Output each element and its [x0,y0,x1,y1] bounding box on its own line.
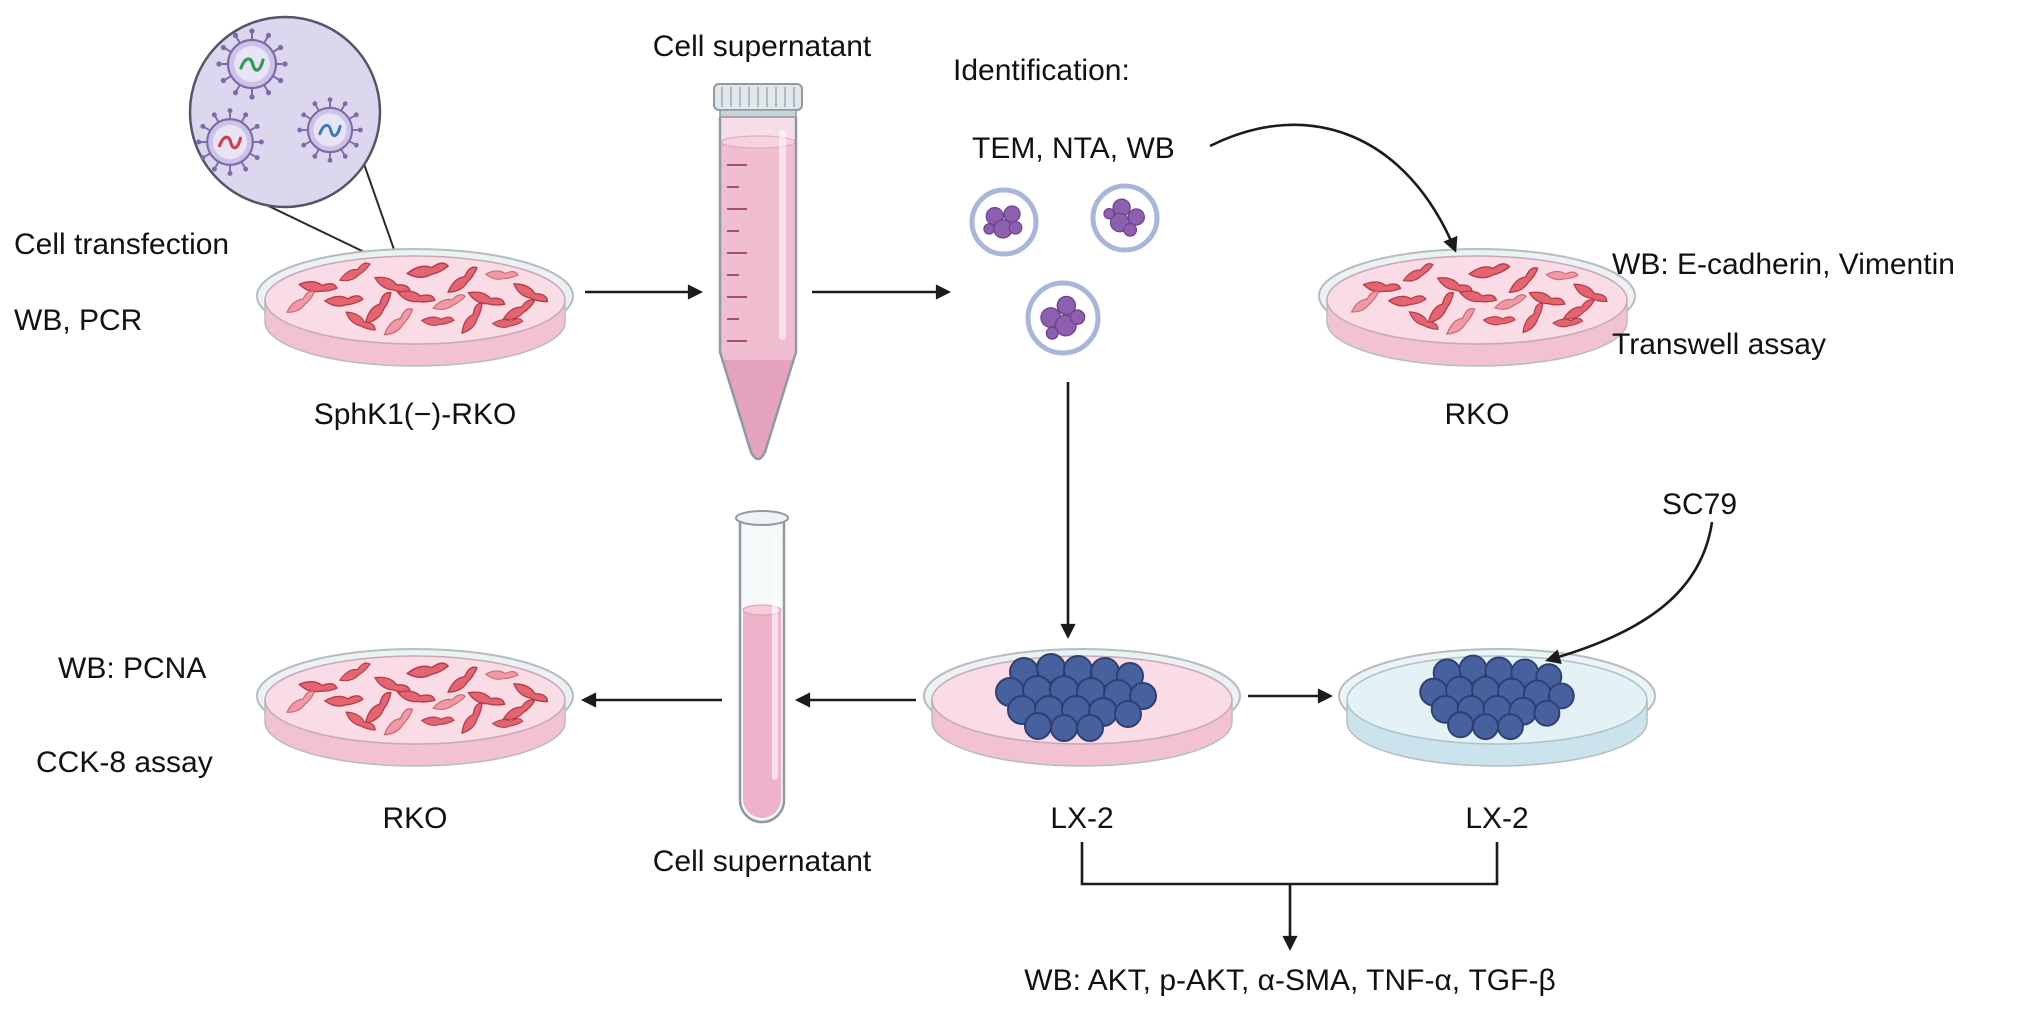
bracket-lx2-combined [1080,842,1499,886]
petri-dish-rko-bottom [256,648,574,767]
test-tube-icon [735,510,789,824]
petri-dish-lx2-center [923,648,1241,767]
conical-tube-icon [713,83,803,461]
label-wb-pcna: WB: PCNA [58,652,207,685]
label-identification: Identification: [953,54,1130,87]
virus-icon [296,96,364,164]
exosome-cluster [969,183,1160,356]
label-cell-transfection: Cell transfection [14,228,230,261]
label-lx2-center: LX-2 [1050,802,1114,835]
label-supernatant-bottom: Cell supernatant [652,845,872,878]
arrows [580,123,1714,952]
label-rko-top: RKO [1444,398,1510,431]
label-sphk1-dish: SphK1(−)-RKO [313,398,517,431]
virus-icon [215,27,289,101]
label-supernatant-top: Cell supernatant [652,30,872,63]
label-identification-methods: TEM, NTA, WB [972,132,1175,165]
label-sc79: SC79 [1662,488,1738,521]
virus-inset [188,15,382,209]
petri-dish-sphk1-rko [256,248,574,367]
label-rko-bottom: RKO [382,802,448,835]
label-wb-pcr: WB, PCR [14,304,143,337]
label-lx2-right: LX-2 [1465,802,1529,835]
graduation-marks [727,164,747,342]
petri-dish-lx2-sc79 [1338,648,1656,767]
virus-icon [195,107,265,177]
petri-dish-rko-top [1318,248,1636,367]
arrow-sc79-to-dish [1545,521,1714,665]
label-cck8: CCK-8 assay [36,746,213,779]
label-transwell: Transwell assay [1612,328,1826,361]
label-wb-emt: WB: E-cadherin, Vimentin [1612,248,1955,281]
arrow-exosomes-to-rko [1209,123,1458,253]
label-wb-fibrosis: WB: AKT, p-AKT, α-SMA, TNF-α, TGF-β [1024,964,1556,997]
